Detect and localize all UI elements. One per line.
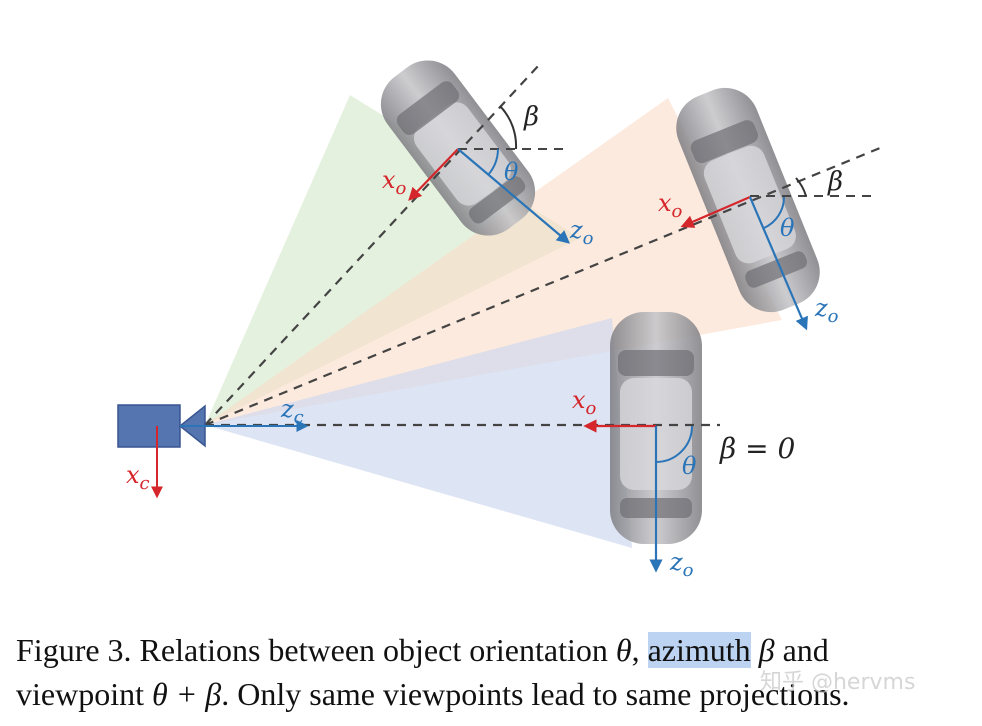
caption-theta-plus-beta: θ + β xyxy=(151,676,222,712)
caption-text-1: Figure 3. Relations between object orien… xyxy=(16,632,616,668)
bottom-theta-arc xyxy=(655,425,693,463)
caption-theta: θ xyxy=(615,632,632,668)
top-beta-arc xyxy=(499,105,518,150)
right-x-label: xo xyxy=(658,189,683,222)
top-object-x-axis xyxy=(408,148,459,201)
caption-text-2a: viewpoint xyxy=(16,676,152,712)
top-beta-label: β xyxy=(523,102,539,132)
caption-space xyxy=(751,632,759,668)
top-z-label: zo xyxy=(569,216,594,249)
top-theta-label: θ xyxy=(504,158,519,186)
blue-view-cone xyxy=(205,318,632,548)
bottom-theta-label: θ xyxy=(682,452,697,480)
figure-caption: Figure 3. Relations between object orien… xyxy=(16,628,976,716)
car-right xyxy=(676,87,820,313)
sight-line-top xyxy=(204,63,541,426)
right-object-x-axis xyxy=(680,195,751,228)
top-theta-arc xyxy=(487,148,499,176)
right-beta-arc xyxy=(795,177,807,197)
orientation-diagram: zc xc xo zo θ β xo zo θ β xo zo θ β = 0 xyxy=(117,60,881,581)
camera-z-label: zc xyxy=(280,395,304,428)
caption-comma: , xyxy=(631,632,648,668)
bottom-z-label: zo xyxy=(669,548,694,581)
green-view-cone xyxy=(205,95,580,425)
caption-beta: β xyxy=(758,632,775,668)
right-theta-arc xyxy=(763,196,785,229)
caption-text-2b: . Only same viewpoints lead to same proj… xyxy=(221,676,850,712)
top-x-label: xo xyxy=(382,166,407,199)
right-object-z-axis xyxy=(748,196,808,331)
watermark: 知乎 @hervms xyxy=(760,670,916,695)
beta-zero-label: β = 0 xyxy=(719,432,795,465)
top-object-z-axis xyxy=(457,148,571,244)
sight-line-right xyxy=(204,146,881,427)
caption-azimuth-highlight: azimuth xyxy=(647,632,751,668)
right-theta-label: θ xyxy=(780,214,795,242)
bottom-x-label: xo xyxy=(572,386,597,419)
camera-x-label: xc xyxy=(126,461,150,494)
right-z-label: zo xyxy=(814,294,839,327)
caption-and: and xyxy=(774,632,829,668)
right-beta-label: β xyxy=(827,167,843,197)
